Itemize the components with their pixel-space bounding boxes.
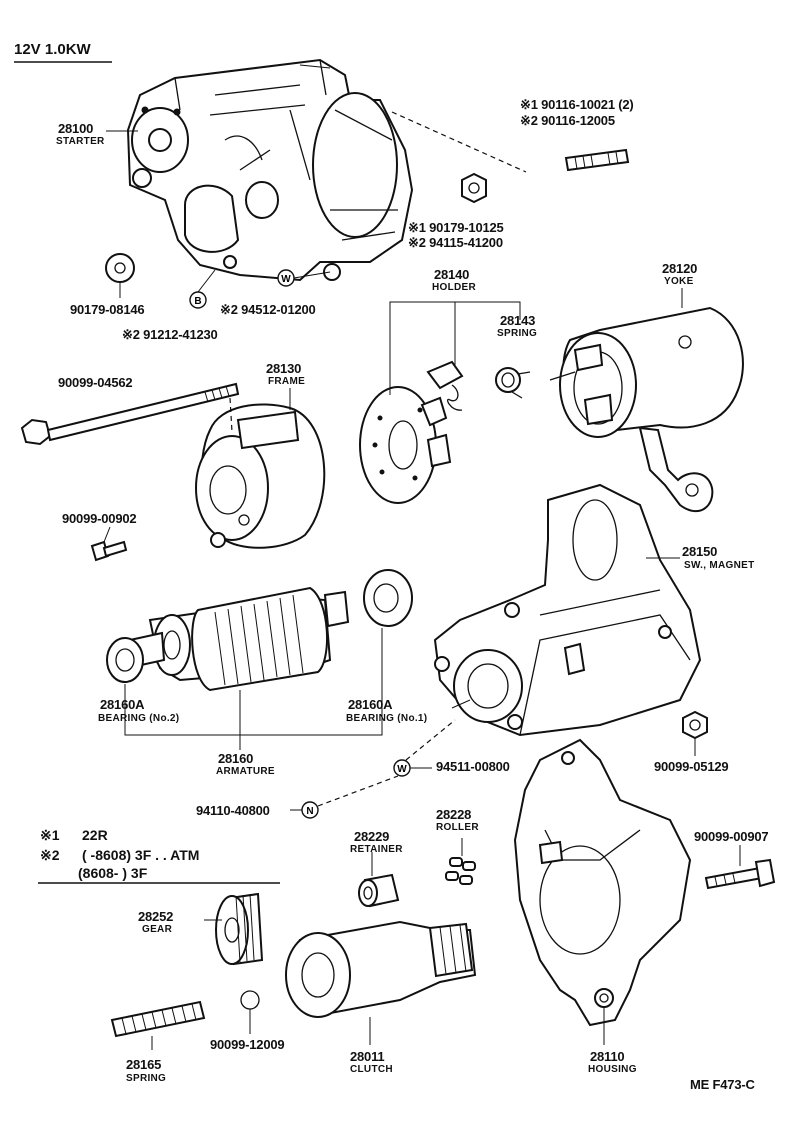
starter-name: STARTER — [56, 136, 105, 147]
housing-part-no: 28110 — [590, 1049, 625, 1064]
circle-b: B — [189, 291, 207, 309]
brush-holder — [359, 360, 464, 504]
nut-part-no-2: ※2 94115-41200 — [408, 235, 503, 250]
bearing1-name: BEARING (No.1) — [346, 713, 428, 724]
frame-part-no: 28130 — [266, 361, 302, 376]
roller-part-no: 28228 — [436, 807, 472, 822]
note-2-mark: ※2 — [40, 847, 60, 863]
commutator-end-frame — [195, 403, 326, 549]
holder-part-no: 28140 — [434, 267, 470, 282]
magnet-nut — [682, 710, 708, 740]
stud-bolt-part-no-1: ※1 90116-10021 (2) — [520, 97, 634, 112]
armature — [128, 586, 350, 692]
gear-part-no: 28252 — [138, 909, 174, 924]
gear — [215, 892, 264, 966]
magnet-part-no: 28150 — [682, 544, 718, 559]
roller-name: ROLLER — [436, 822, 479, 833]
screw-part-no: 90099-00902 — [62, 511, 137, 526]
housing-bolt — [704, 858, 776, 890]
magnet-name: SW., MAGNET — [684, 560, 755, 571]
nut-left-part-no: 90179-08146 — [70, 302, 145, 317]
housing-bolt-part-no: 90099-00907 — [694, 829, 769, 844]
svg-text:B: B — [194, 296, 201, 307]
bearing2-part-no: 28160A — [100, 697, 145, 712]
brush-spring-part-no: 28143 — [500, 313, 536, 328]
circle-w-top: W — [277, 269, 295, 287]
bearing-no1 — [363, 569, 413, 627]
magnet-switch — [433, 483, 702, 737]
starter-part-no: 28100 — [58, 121, 94, 136]
housing-name: HOUSING — [588, 1064, 637, 1075]
note-1-text: 22R — [82, 827, 108, 843]
holder-name: HOLDER — [432, 282, 477, 293]
stud-bolt — [564, 148, 630, 172]
spring-part-no: 28165 — [126, 1057, 162, 1072]
svg-text:W: W — [281, 274, 291, 285]
flange-nut-top — [461, 172, 487, 204]
nut-n-part-no: 94110-40800 — [196, 803, 270, 818]
bearing-no2 — [106, 637, 144, 683]
ball-part-no: 90099-12009 — [210, 1037, 285, 1052]
through-bolt-part-no: 90099-04562 — [58, 375, 133, 390]
steel-ball — [240, 990, 260, 1010]
yoke-name: YOKE — [664, 276, 694, 287]
nut-part-no-1: ※1 90179-10125 — [408, 220, 504, 235]
diagram-footer-code: ME F473-C — [690, 1077, 755, 1092]
clutch-name: CLUTCH — [350, 1064, 393, 1075]
rollers — [445, 838, 476, 885]
bearing2-name: BEARING (No.2) — [98, 713, 180, 724]
leader-lines — [103, 130, 741, 1050]
clutch — [285, 920, 477, 1018]
screw — [90, 540, 128, 562]
nut-left — [105, 253, 135, 283]
armature-name: ARMATURE — [216, 766, 275, 777]
washer-part-no: ※2 94512-01200 — [220, 302, 316, 317]
magnet-nut-part-no: 90099-05129 — [654, 759, 729, 774]
drive-housing — [513, 738, 692, 1027]
retainer — [358, 873, 400, 908]
bearing1-part-no: 28160A — [348, 697, 393, 712]
starter-assembly — [126, 58, 414, 282]
circle-w-lower: W — [393, 759, 411, 777]
stud-bolt-part-no-2: ※2 90116-12005 — [520, 113, 615, 128]
retainer-part-no: 28229 — [354, 829, 390, 844]
brush-spring — [495, 367, 531, 399]
note-2-text: ( -8608) 3F . . ATM — [82, 847, 200, 863]
clutch-part-no: 28011 — [350, 1049, 385, 1064]
note-1-mark: ※1 — [40, 827, 60, 843]
coil-spring — [110, 1000, 206, 1038]
svg-text:W: W — [397, 764, 407, 775]
retainer-name: RETAINER — [350, 844, 403, 855]
gear-name: GEAR — [142, 924, 173, 935]
washer-lower-part-no: 94511-00800 — [436, 759, 510, 774]
through-bolt — [20, 382, 240, 446]
brush-spring-name: SPRING — [497, 328, 538, 339]
circle-n: N — [301, 801, 319, 819]
yoke — [549, 306, 744, 513]
armature-part-no: 28160 — [218, 751, 254, 766]
bolt-b-part-no: ※2 91212-41230 — [122, 327, 218, 342]
spring-name: SPRING — [126, 1073, 167, 1084]
diagram-header: 12V 1.0KW — [14, 41, 91, 58]
svg-text:N: N — [306, 806, 313, 817]
yoke-part-no: 28120 — [662, 261, 698, 276]
frame-name: FRAME — [268, 376, 306, 387]
note-3-text: (8608- ) 3F — [78, 865, 148, 881]
